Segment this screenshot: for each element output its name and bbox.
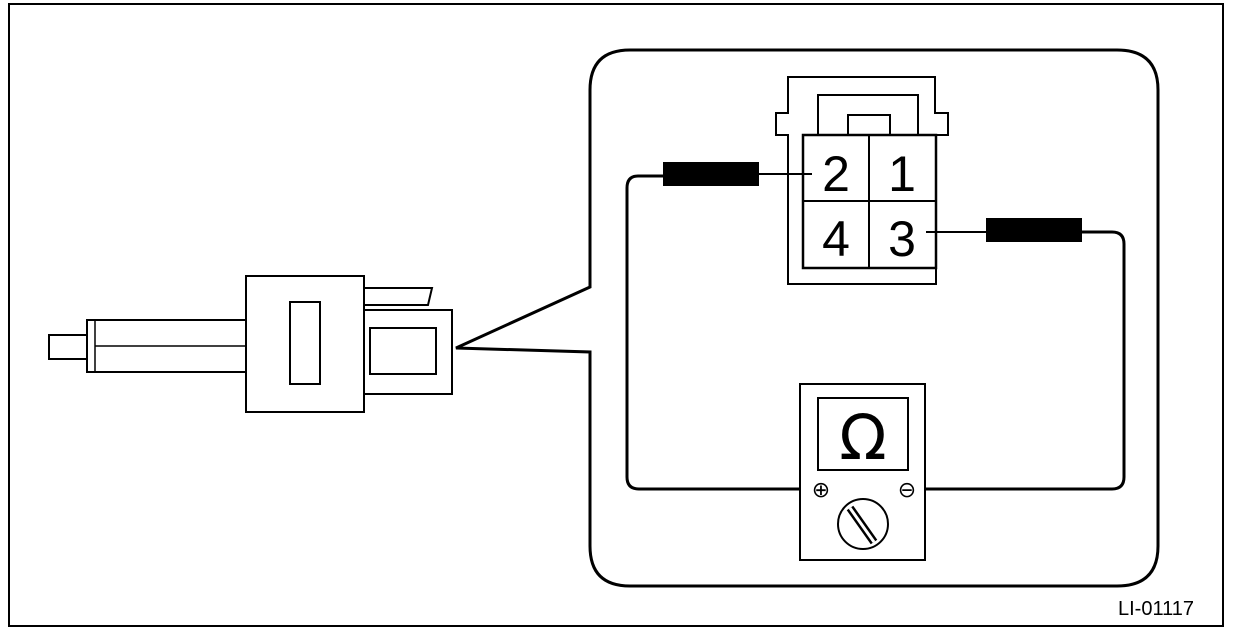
- figure-frame: [8, 3, 1224, 627]
- positive-terminal-icon: [809, 477, 833, 501]
- figure-id: LI-01117: [1118, 598, 1194, 620]
- stop-light-switch: [48, 275, 453, 413]
- pin-2-label: 2: [822, 146, 850, 202]
- positive-terminal-label: ⊕: [812, 478, 830, 503]
- ohmmeter: Ω ⊕ ⊖: [799, 383, 926, 561]
- positive-lead: [625, 174, 807, 491]
- negative-terminal-label: ⊖: [898, 478, 916, 503]
- negative-probe: [986, 218, 1082, 242]
- housing-window: [289, 301, 321, 385]
- callout-bubble: [455, 48, 1160, 588]
- connector-opening: [369, 327, 437, 375]
- meter-display: [817, 397, 909, 471]
- pin-4-label: 4: [822, 211, 850, 267]
- pin-1-label: 1: [888, 146, 916, 202]
- negative-terminal-icon: [895, 477, 919, 501]
- connector-face: 2 1 4 3: [775, 76, 949, 285]
- ohm-symbol: Ω: [839, 401, 886, 474]
- test-leads: [625, 162, 1126, 491]
- positive-probe: [663, 162, 759, 186]
- connector-latch: [363, 287, 434, 306]
- negative-lead: [922, 230, 1126, 491]
- pin-3-label: 3: [888, 211, 916, 267]
- switch-plunger-tip: [48, 334, 90, 360]
